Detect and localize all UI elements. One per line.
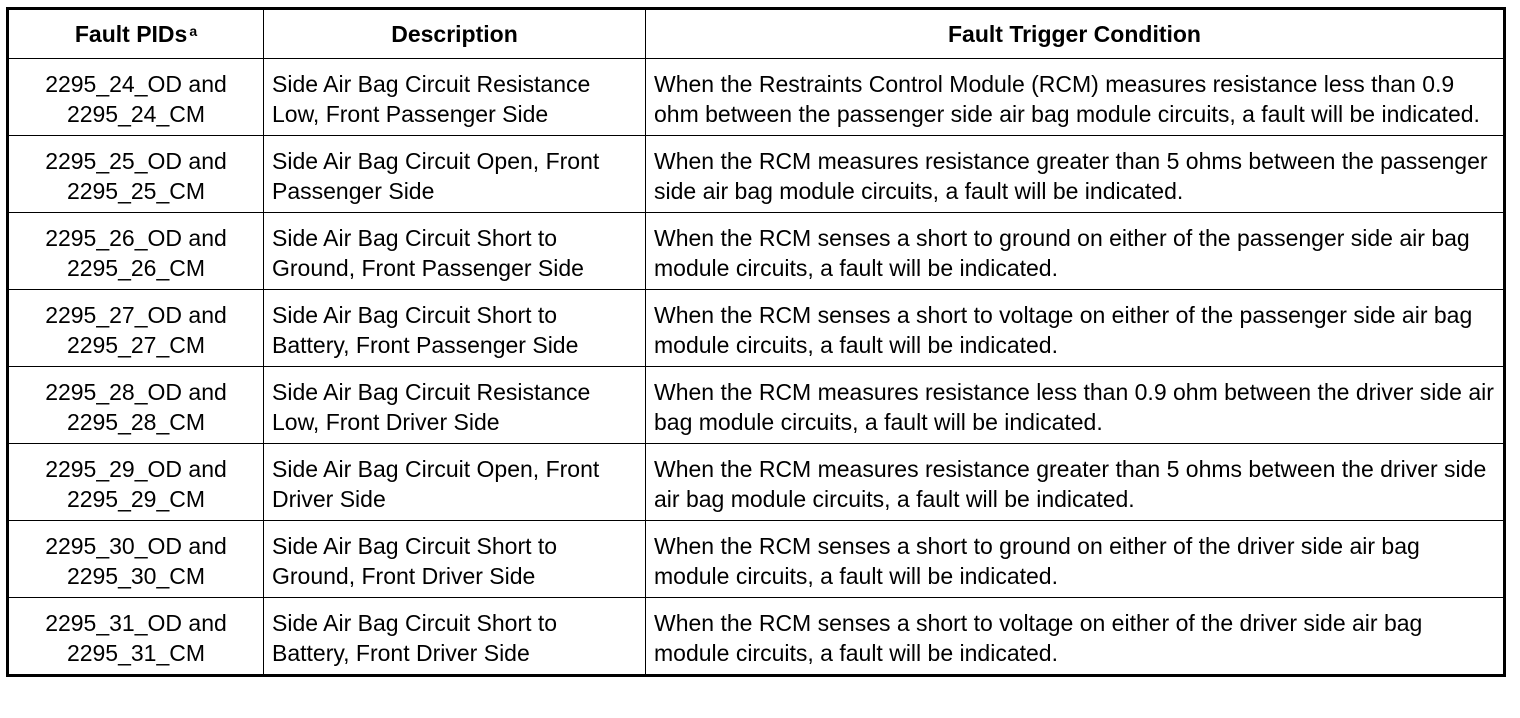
description-cell: Side Air Bag Circuit Open, Front Driver …	[263, 443, 646, 521]
fault-pid-line-2: 2295_27_CM	[66, 332, 206, 358]
fault-pid-line-2: 2295_30_CM	[66, 563, 206, 589]
fault-pid-line-1: 2295_25_OD and	[45, 148, 227, 174]
table-row: 2295_28_OD and 2295_28_CM Side Air Bag Ci…	[7, 366, 1505, 444]
description-cell: Side Air Bag Circuit Short to Battery, F…	[263, 289, 646, 367]
footnote-marker: a	[189, 23, 198, 39]
table-row: 2295_31_OD and 2295_31_CM Side Air Bag Ci…	[7, 597, 1505, 676]
description-cell: Side Air Bag Circuit Resistance Low, Fro…	[263, 366, 646, 444]
fault-pid-line-1: 2295_26_OD and	[45, 225, 227, 251]
condition-cell: When the RCM measures resistance less th…	[645, 366, 1505, 444]
description-cell: Side Air Bag Circuit Resistance Low, Fro…	[263, 58, 646, 136]
fault-pid-line-2: 2295_26_CM	[66, 255, 206, 281]
description-cell: Side Air Bag Circuit Short to Ground, Fr…	[263, 520, 646, 598]
fault-pid-line-1: 2295_24_OD and	[45, 71, 227, 97]
fault-pid-line-1: 2295_27_OD and	[45, 302, 227, 328]
header-description: Description	[263, 8, 646, 59]
fault-pid-line-1: 2295_29_OD and	[45, 456, 227, 482]
fault-pid-cell: 2295_31_OD and 2295_31_CM	[7, 597, 264, 676]
table-row: 2295_29_OD and 2295_29_CM Side Air Bag Ci…	[7, 443, 1505, 521]
fault-pid-line-2: 2295_28_CM	[66, 409, 206, 435]
condition-cell: When the RCM measures resistance greater…	[645, 135, 1505, 213]
header-fault-pids-label: Fault PIDs	[74, 21, 188, 47]
header-fault-trigger-condition: Fault Trigger Condition	[645, 8, 1505, 59]
table-row: 2295_24_OD and 2295_24_CM Side Air Bag Ci…	[7, 58, 1505, 136]
fault-pid-line-1: 2295_30_OD and	[45, 533, 227, 559]
fault-pid-cell: 2295_27_OD and 2295_27_CM	[7, 289, 264, 367]
condition-cell: When the RCM senses a short to voltage o…	[645, 289, 1505, 367]
description-cell: Side Air Bag Circuit Short to Ground, Fr…	[263, 212, 646, 290]
fault-pid-line-2: 2295_24_CM	[66, 101, 206, 127]
fault-pid-cell: 2295_28_OD and 2295_28_CM	[7, 366, 264, 444]
table-row: 2295_26_OD and 2295_26_CM Side Air Bag Ci…	[7, 212, 1505, 290]
fault-pid-line-2: 2295_25_CM	[66, 178, 206, 204]
fault-pid-cell: 2295_29_OD and 2295_29_CM	[7, 443, 264, 521]
fault-pid-cell: 2295_30_OD and 2295_30_CM	[7, 520, 264, 598]
fault-pid-cell: 2295_25_OD and 2295_25_CM	[7, 135, 264, 213]
table-row: 2295_30_OD and 2295_30_CM Side Air Bag Ci…	[7, 520, 1505, 598]
fault-pid-cell: 2295_24_OD and 2295_24_CM	[7, 58, 264, 136]
condition-cell: When the RCM senses a short to ground on…	[645, 212, 1505, 290]
condition-cell: When the RCM senses a short to voltage o…	[645, 597, 1505, 676]
condition-cell: When the RCM measures resistance greater…	[645, 443, 1505, 521]
description-cell: Side Air Bag Circuit Short to Battery, F…	[263, 597, 646, 676]
fault-pid-line-2: 2295_29_CM	[66, 486, 206, 512]
fault-pid-cell: 2295_26_OD and 2295_26_CM	[7, 212, 264, 290]
table-row: 2295_25_OD and 2295_25_CM Side Air Bag Ci…	[7, 135, 1505, 213]
fault-pid-line-1: 2295_31_OD and	[45, 610, 227, 636]
table-row: 2295_27_OD and 2295_27_CM Side Air Bag Ci…	[7, 289, 1505, 367]
fault-pid-line-1: 2295_28_OD and	[45, 379, 227, 405]
description-cell: Side Air Bag Circuit Open, Front Passeng…	[263, 135, 646, 213]
condition-cell: When the RCM senses a short to ground on…	[645, 520, 1505, 598]
fault-pid-line-2: 2295_31_CM	[66, 640, 206, 666]
condition-cell: When the Restraints Control Module (RCM)…	[645, 58, 1505, 136]
